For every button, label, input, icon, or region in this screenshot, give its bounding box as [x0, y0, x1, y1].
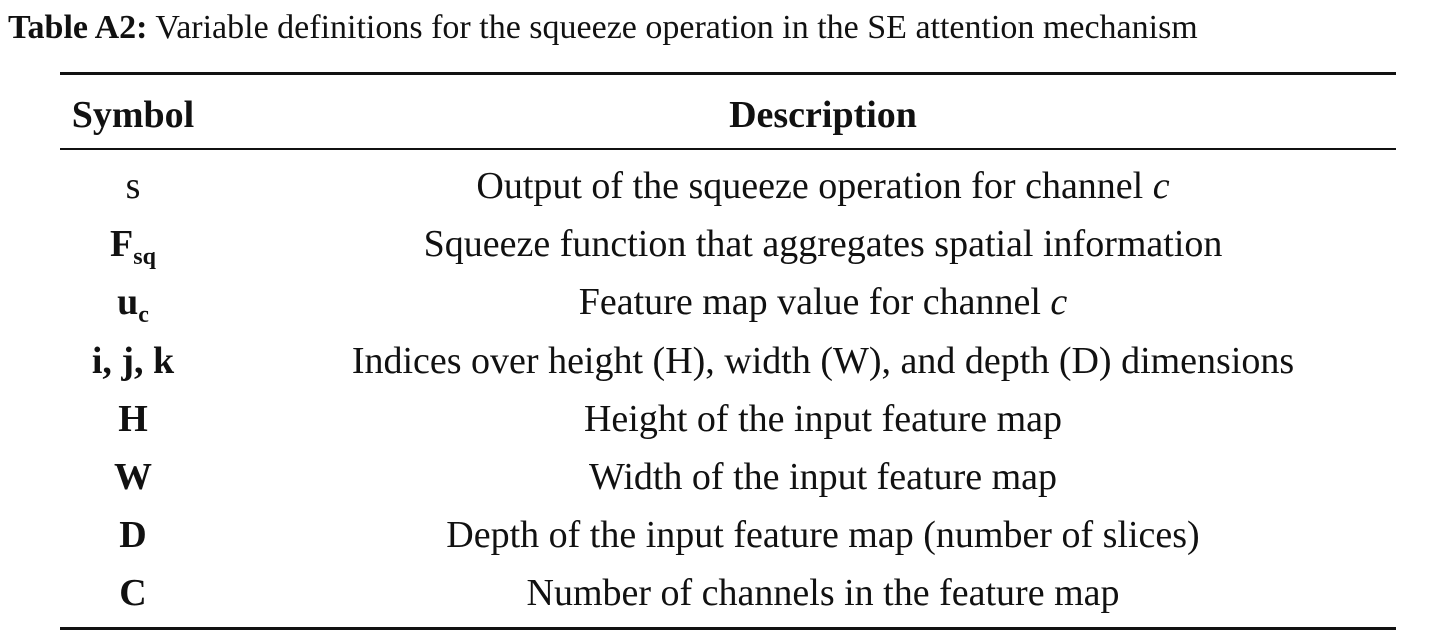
row-description: Feature map value for channel c: [578, 281, 1068, 324]
table-row: H Height of the input feature map: [60, 390, 1396, 448]
caption-label: Table A2:: [8, 9, 148, 46]
row-description: Output of the squeeze operation for chan…: [476, 165, 1170, 207]
row-description: Number of channels in the feature map: [526, 572, 1120, 615]
row-symbol: C: [119, 572, 147, 615]
row-description: Width of the input feature map: [588, 455, 1058, 498]
row-symbol: D: [119, 514, 147, 557]
table-row: C Number of channels in the feature map: [60, 564, 1396, 622]
row-description: Squeeze function that aggregates spatial…: [423, 223, 1223, 266]
row-symbol: s: [125, 165, 141, 207]
header-description: Description: [729, 94, 917, 136]
table-body: s Output of the squeeze operation for ch…: [60, 157, 1396, 623]
row-description: Indices over height (H), width (W), and …: [351, 339, 1295, 382]
caption-text: Variable definitions for the squeeze ope…: [155, 9, 1198, 46]
table-row: Fsq Squeeze function that aggregates spa…: [60, 215, 1396, 273]
table-header-row: Symbol Description: [60, 88, 1396, 142]
row-symbol: W: [114, 455, 152, 498]
table-caption: Table A2: Variable definitions for the s…: [8, 6, 1456, 50]
table-row: D Depth of the input feature map (number…: [60, 506, 1396, 564]
symbol-subscript: c: [138, 302, 149, 329]
table-row: W Width of the input feature map: [60, 448, 1396, 506]
row-description: Depth of the input feature map (number o…: [446, 514, 1200, 557]
row-symbol: i, j, k: [91, 339, 175, 382]
variable-c: c: [1050, 281, 1068, 324]
row-symbol: Fsq: [110, 223, 156, 271]
table-bottom-rule: [60, 627, 1396, 630]
table-row: uc Feature map value for channel c: [60, 273, 1396, 331]
variable-c: c: [1152, 165, 1170, 207]
table-row: i, j, k Indices over height (H), width (…: [60, 332, 1396, 390]
header-symbol: Symbol: [71, 94, 195, 136]
symbol-subscript: sq: [133, 244, 156, 271]
table-header-rule: [60, 148, 1396, 150]
row-description: Height of the input feature map: [583, 397, 1062, 440]
table-top-rule: [60, 72, 1396, 75]
row-symbol: uc: [117, 281, 149, 329]
table-row: s Output of the squeeze operation for ch…: [60, 157, 1396, 215]
row-symbol: H: [118, 397, 148, 440]
